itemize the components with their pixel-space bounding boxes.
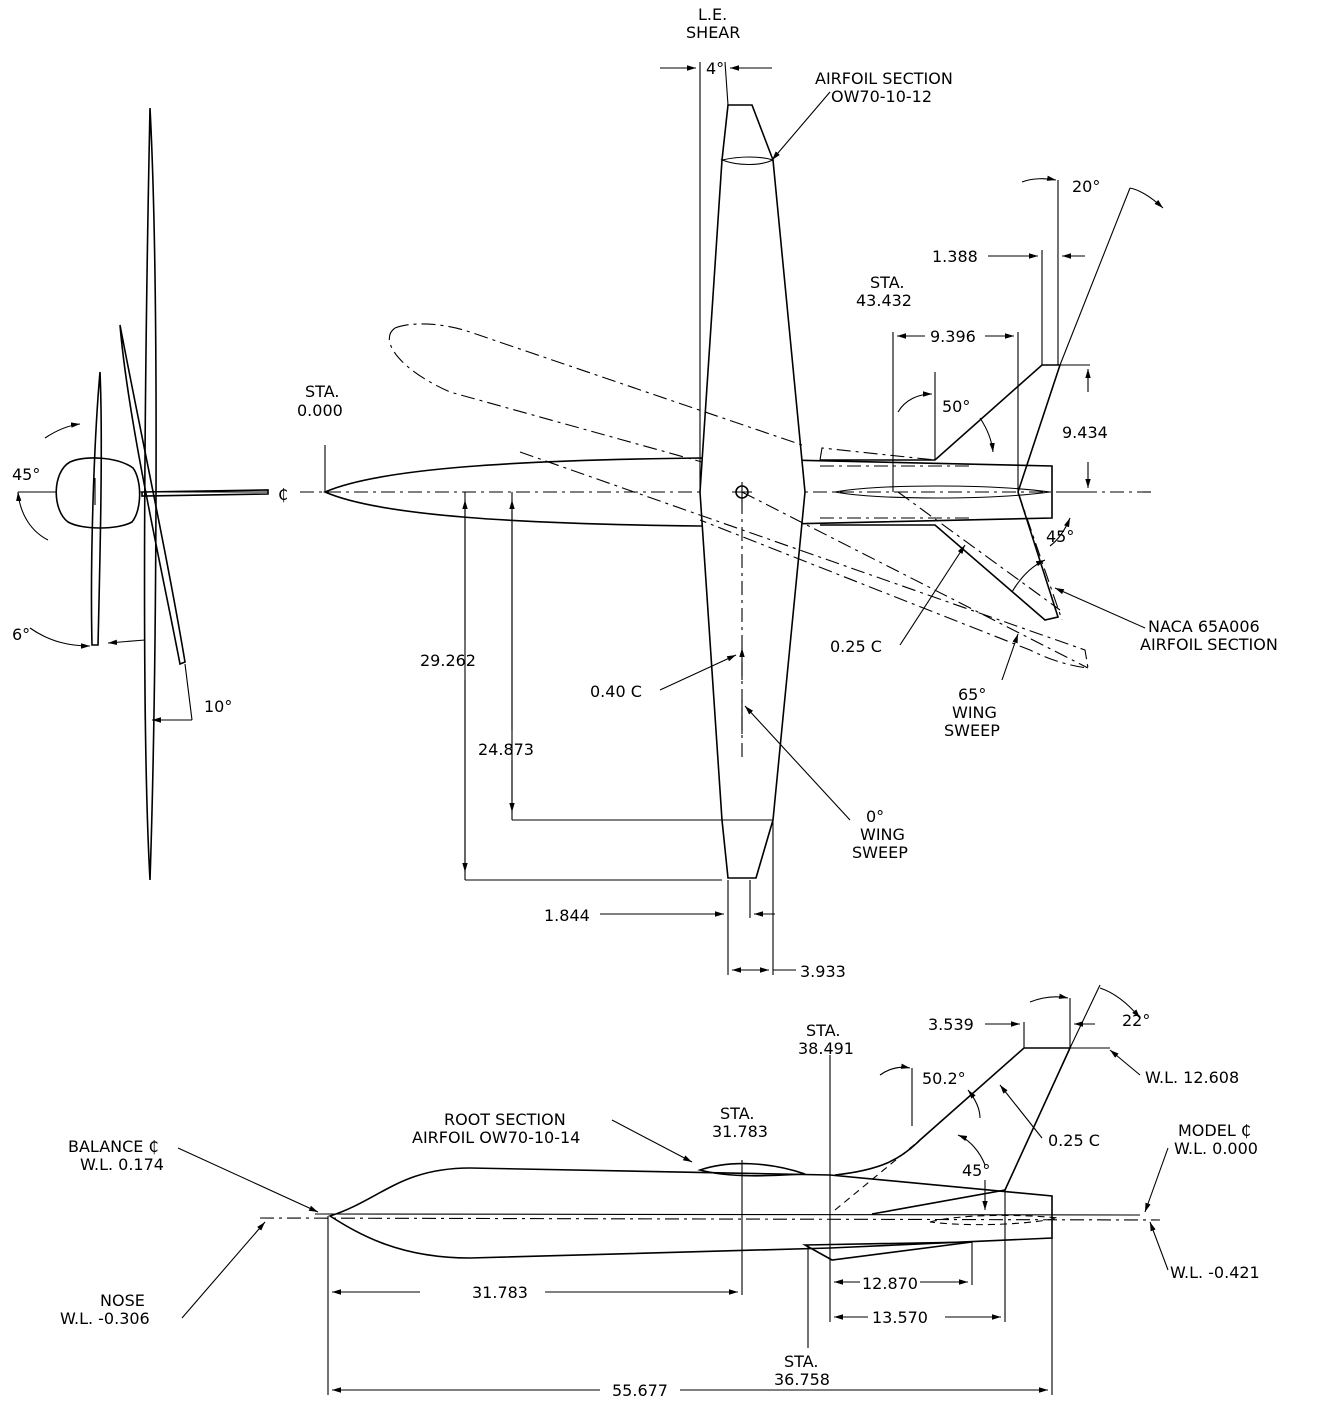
side-sta-31783-line1: STA. bbox=[720, 1104, 754, 1123]
plan-sta-0-line2: 0.000 bbox=[297, 401, 343, 420]
plan-forty-chord: 0.40 C bbox=[590, 682, 642, 701]
side-nose-line2: W.L. -0.306 bbox=[60, 1309, 150, 1328]
plan-sweep65-line2: WING bbox=[952, 703, 997, 722]
plan-dim-1844: 1.844 bbox=[544, 906, 590, 925]
side-wl-minus0421: W.L. -0.421 bbox=[1170, 1263, 1260, 1282]
plan-sta-4343-line2: 43.432 bbox=[856, 291, 912, 310]
plan-sweep0-line3: SWEEP bbox=[852, 843, 908, 862]
side-model-line1: MODEL ₵ bbox=[1178, 1121, 1251, 1140]
side-sta-38491-line2: 38.491 bbox=[798, 1039, 854, 1058]
plan-dim-3933: 3.933 bbox=[800, 962, 846, 981]
plan-dim-29262: 29.262 bbox=[420, 651, 476, 670]
side-root-line1: ROOT SECTION bbox=[444, 1110, 566, 1129]
plan-sweep0-line1: 0° bbox=[866, 807, 884, 826]
plan-quarter-chord: 0.25 C bbox=[830, 637, 882, 656]
plan-dim-9434: 9.434 bbox=[1062, 423, 1108, 442]
plan-sweep65-line3: SWEEP bbox=[944, 721, 1000, 740]
side-dim-3539: 3.539 bbox=[928, 1015, 974, 1034]
side-sta-36758-line1: STA. bbox=[784, 1352, 818, 1371]
plan-le-shear-line2: SHEAR bbox=[686, 23, 740, 42]
side-dim-12870: 12.870 bbox=[862, 1274, 918, 1293]
plan-sweep65-line1: 65° bbox=[958, 685, 986, 704]
plan-dim-24873: 24.873 bbox=[478, 740, 534, 759]
plan-dim-9396: 9.396 bbox=[930, 327, 976, 346]
plan-htail-angle-45: 45° bbox=[1046, 527, 1074, 546]
front-fuselage bbox=[56, 458, 139, 528]
front-view: 45° 6° 10° bbox=[12, 108, 268, 880]
front-angle-10: 10° bbox=[204, 697, 232, 716]
plan-le-shear-angle: 4° bbox=[706, 59, 724, 78]
side-fuselage bbox=[330, 1168, 1052, 1258]
front-angle-45: 45° bbox=[12, 465, 40, 484]
side-sta-36758-line2: 36.758 bbox=[774, 1370, 830, 1389]
plan-tip-airfoil-line2: OW70-10-12 bbox=[831, 87, 932, 106]
side-nose-line1: NOSE bbox=[100, 1291, 145, 1310]
plan-sta-4343-line1: STA. bbox=[870, 273, 904, 292]
side-quarter-chord: 0.25 C bbox=[1048, 1131, 1100, 1150]
side-sta-31783-line2: 31.783 bbox=[712, 1122, 768, 1141]
plan-htail-tip-angle: 20° bbox=[1072, 177, 1100, 196]
front-htail-stub bbox=[142, 490, 268, 496]
plan-dim-1388: 1.388 bbox=[932, 247, 978, 266]
plan-tip-airfoil-line1: AIRFOIL SECTION bbox=[815, 69, 953, 88]
plan-sta-0-line1: STA. bbox=[305, 382, 339, 401]
plan-naca-line1: NACA 65A006 bbox=[1148, 617, 1260, 636]
front-angle-6: 6° bbox=[12, 625, 30, 644]
side-dim-55677: 55.677 bbox=[612, 1381, 668, 1400]
side-sta-38491-line1: STA. bbox=[806, 1021, 840, 1040]
plan-htail-sweep: 50° bbox=[942, 397, 970, 416]
plan-wing-0-sweep bbox=[700, 105, 805, 878]
side-vtail-sweep: 50.2° bbox=[922, 1069, 966, 1088]
side-balance-line2: W.L. 0.174 bbox=[80, 1155, 164, 1174]
side-view: 31.783 55.677 12.870 13.570 STA. 36.758 … bbox=[60, 985, 1260, 1400]
plan-centerline-symbol: ₵ bbox=[278, 485, 288, 504]
side-balance-line1: BALANCE ₵ bbox=[68, 1137, 159, 1156]
side-wl-12608: W.L. 12.608 bbox=[1145, 1068, 1239, 1087]
side-dim-31783: 31.783 bbox=[472, 1283, 528, 1302]
plan-view: ₵ STA. 0.000 9.434 9.396 STA. bbox=[278, 5, 1278, 981]
side-model-line2: W.L. 0.000 bbox=[1174, 1139, 1258, 1158]
plan-sweep0-line2: WING bbox=[860, 825, 905, 844]
side-vtail-angle: 22° bbox=[1122, 1011, 1150, 1030]
plan-naca-line2: AIRFOIL SECTION bbox=[1140, 635, 1278, 654]
side-dim-13570: 13.570 bbox=[872, 1308, 928, 1327]
side-root-line2: AIRFOIL OW70-10-14 bbox=[412, 1128, 580, 1147]
side-vtail-angle-45: 45° bbox=[962, 1161, 990, 1180]
plan-le-shear-line1: L.E. bbox=[698, 5, 727, 24]
